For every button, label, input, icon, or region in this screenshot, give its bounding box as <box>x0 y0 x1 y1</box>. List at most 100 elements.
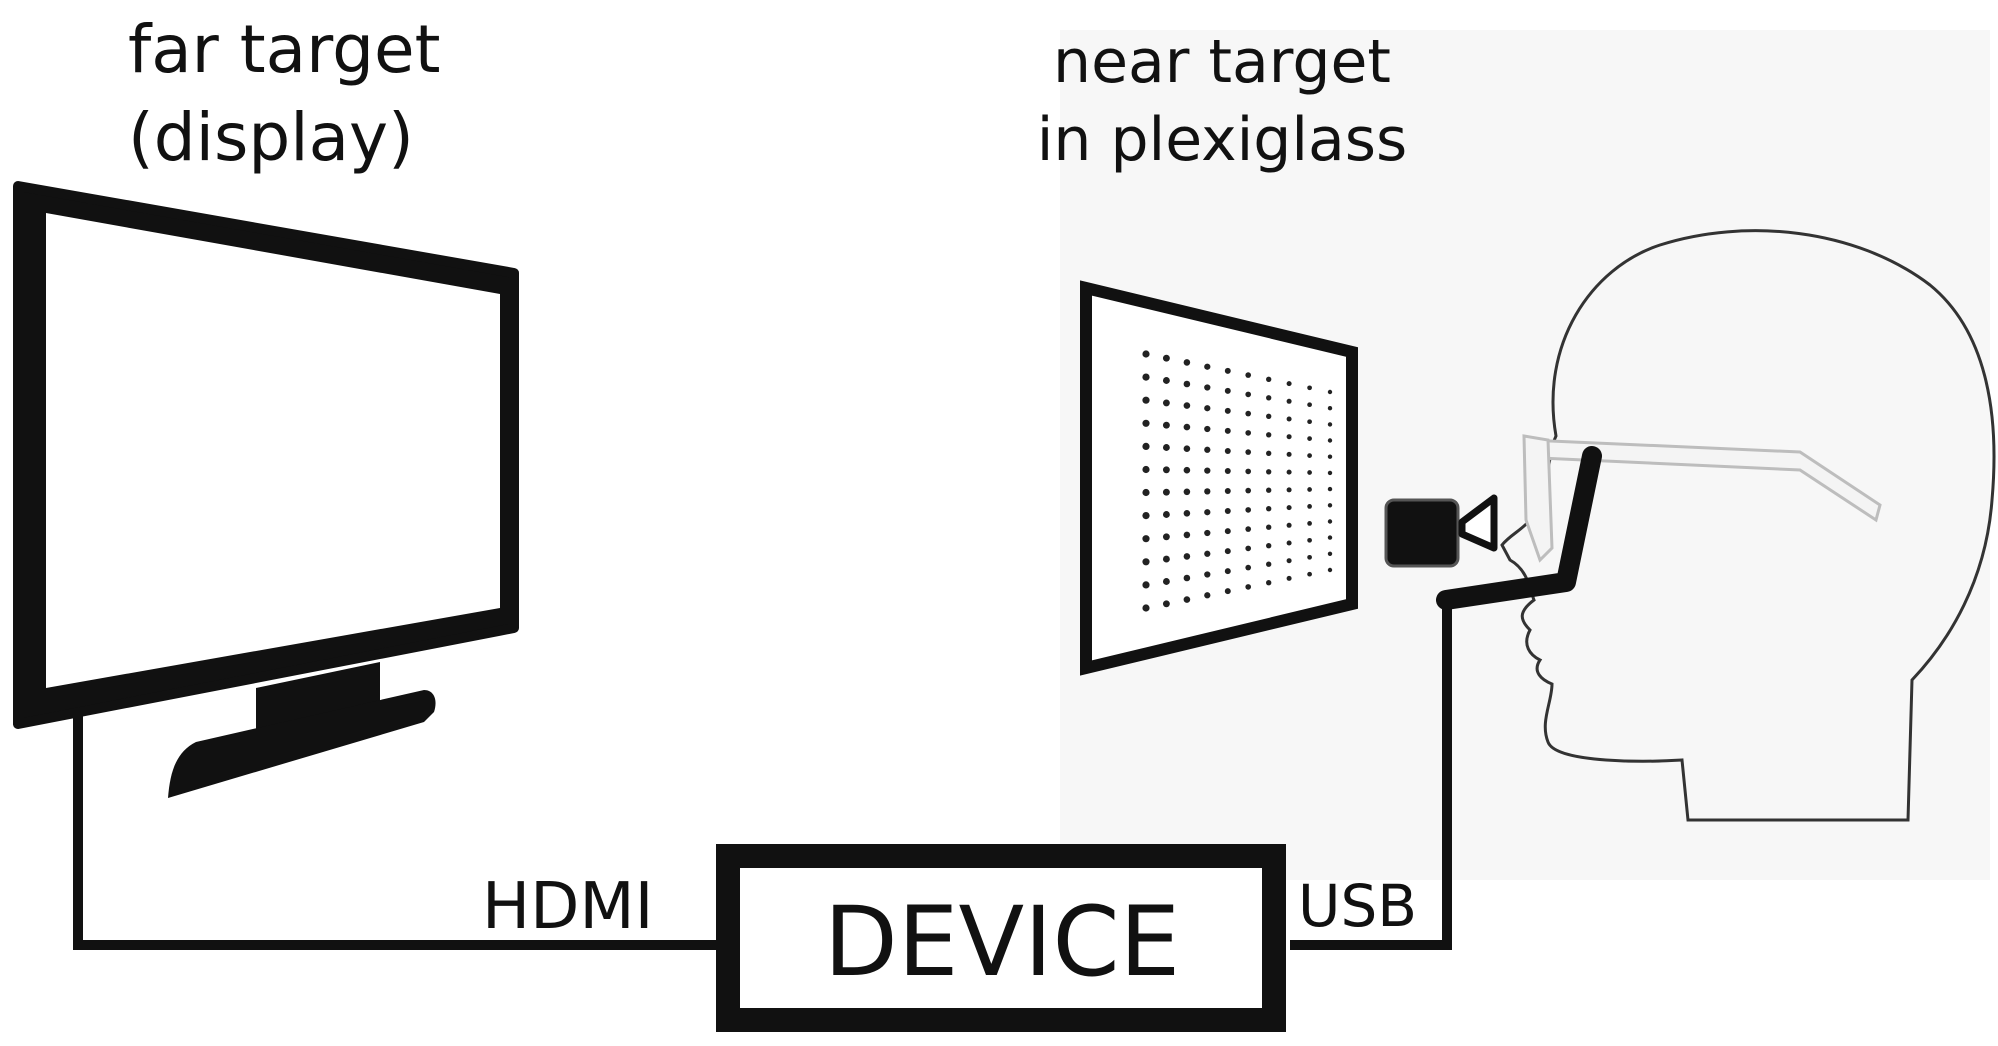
calibration-dot <box>1307 521 1312 526</box>
calibration-dot <box>1245 507 1252 513</box>
calibration-dot <box>1183 380 1191 388</box>
calibration-dot <box>1142 396 1150 404</box>
far-target-label-line1: far target <box>128 11 440 88</box>
device-label: DEVICE <box>824 886 1180 998</box>
calibration-dot <box>1224 568 1231 575</box>
glasses-lens-frame <box>1522 434 1554 563</box>
calibration-dot <box>1204 384 1211 391</box>
calibration-dot <box>1307 436 1312 441</box>
calibration-dot <box>1204 488 1211 495</box>
calibration-dot <box>1286 416 1292 422</box>
monitor-neck <box>256 662 380 740</box>
calibration-dot <box>1204 509 1211 516</box>
calibration-dot <box>1286 505 1292 511</box>
calibration-dot <box>1327 486 1333 492</box>
calibration-dot <box>1307 385 1312 391</box>
calibration-dot <box>1183 488 1191 496</box>
calibration-dot <box>1307 402 1312 408</box>
near-target-plexiglass <box>1080 280 1358 676</box>
calibration-dot <box>1142 604 1150 612</box>
calibration-dot <box>1266 432 1272 438</box>
calibration-dot <box>1204 571 1211 578</box>
calibration-dot <box>1224 427 1231 434</box>
calibration-dot <box>1266 413 1272 419</box>
camera-mount-arm <box>1436 446 1602 610</box>
plexiglass-frame <box>1080 280 1358 676</box>
calibration-dot <box>1162 421 1170 429</box>
device-box: DEVICE <box>716 844 1286 1032</box>
hdmi-label: HDMI <box>482 870 654 944</box>
calibration-dot <box>1307 470 1312 475</box>
monitor-screen <box>46 213 500 688</box>
calibration-dot <box>1245 584 1252 590</box>
calibration-dot <box>1286 469 1292 475</box>
calibration-dot <box>1286 540 1292 546</box>
calibration-dot <box>1266 524 1272 530</box>
calibration-dot <box>1224 407 1231 414</box>
calibration-dot <box>1245 391 1252 398</box>
calibration-dot <box>1183 445 1191 452</box>
calibration-dot <box>1162 578 1170 585</box>
calibration-dot <box>1142 581 1150 589</box>
calibration-dot <box>1245 410 1252 417</box>
near-target-label-line1: near target <box>1053 27 1391 97</box>
calibration-dot <box>1286 398 1292 404</box>
calibration-dot <box>1286 381 1292 387</box>
calibration-dot <box>1224 508 1231 514</box>
calibration-dot <box>1307 537 1312 543</box>
calibration-dot <box>1162 354 1170 362</box>
calibration-dot <box>1183 402 1191 409</box>
monitor-stand-base <box>168 690 436 798</box>
calibration-dot <box>1183 553 1191 560</box>
usb-cable <box>1290 592 1452 950</box>
calibration-dot <box>1266 561 1272 567</box>
head-profile-icon <box>1500 229 1996 822</box>
calibration-dot <box>1327 389 1333 395</box>
calibration-dot <box>1142 442 1150 450</box>
calibration-dot <box>1204 550 1211 557</box>
calibration-dot <box>1142 535 1150 543</box>
calibration-dot-grid <box>1142 350 1333 612</box>
calibration-dot <box>1162 399 1170 407</box>
calibration-dot <box>1266 506 1272 512</box>
calibration-dot <box>1307 487 1312 492</box>
calibration-dot <box>1162 511 1170 518</box>
calibration-dot <box>1183 423 1191 431</box>
calibration-dot <box>1204 529 1211 537</box>
calibration-dot <box>1327 406 1333 411</box>
calibration-dot <box>1245 430 1252 436</box>
calibration-dot <box>1183 510 1191 517</box>
calibration-dot <box>1162 488 1170 496</box>
calibration-dot <box>1245 372 1252 378</box>
calibration-dot <box>1162 533 1170 541</box>
near-target-label-line2: in plexiglass <box>1037 105 1408 175</box>
calibration-dot <box>1204 592 1211 599</box>
calibration-dot <box>1142 511 1150 520</box>
calibration-dot <box>1183 574 1191 582</box>
calibration-dot <box>1266 469 1272 475</box>
calibration-dot <box>1245 487 1252 494</box>
calibration-dot <box>1183 531 1191 539</box>
calibration-dot <box>1327 438 1333 443</box>
calibration-dot <box>1224 488 1231 494</box>
calibration-dot <box>1327 535 1333 540</box>
calibration-dot <box>1224 367 1231 374</box>
calibration-dot <box>1286 451 1292 457</box>
calibration-dot <box>1266 543 1272 549</box>
calibration-dot <box>1266 580 1272 586</box>
usb-label: USB <box>1298 872 1417 940</box>
calibration-dot <box>1286 522 1292 528</box>
calibration-dot <box>1204 467 1211 474</box>
calibration-dot <box>1224 468 1231 474</box>
calibration-dot <box>1327 454 1333 459</box>
calibration-dot <box>1307 554 1312 560</box>
calibration-dot <box>1245 449 1252 455</box>
calibration-dot <box>1183 359 1191 366</box>
calibration-dot <box>1307 453 1312 458</box>
calibration-dot <box>1204 405 1211 412</box>
calibration-dot <box>1162 600 1170 608</box>
calibration-dot <box>1183 466 1191 474</box>
calibration-dot <box>1286 434 1292 440</box>
calibration-dot <box>1266 376 1272 382</box>
calibration-dot <box>1327 470 1333 476</box>
